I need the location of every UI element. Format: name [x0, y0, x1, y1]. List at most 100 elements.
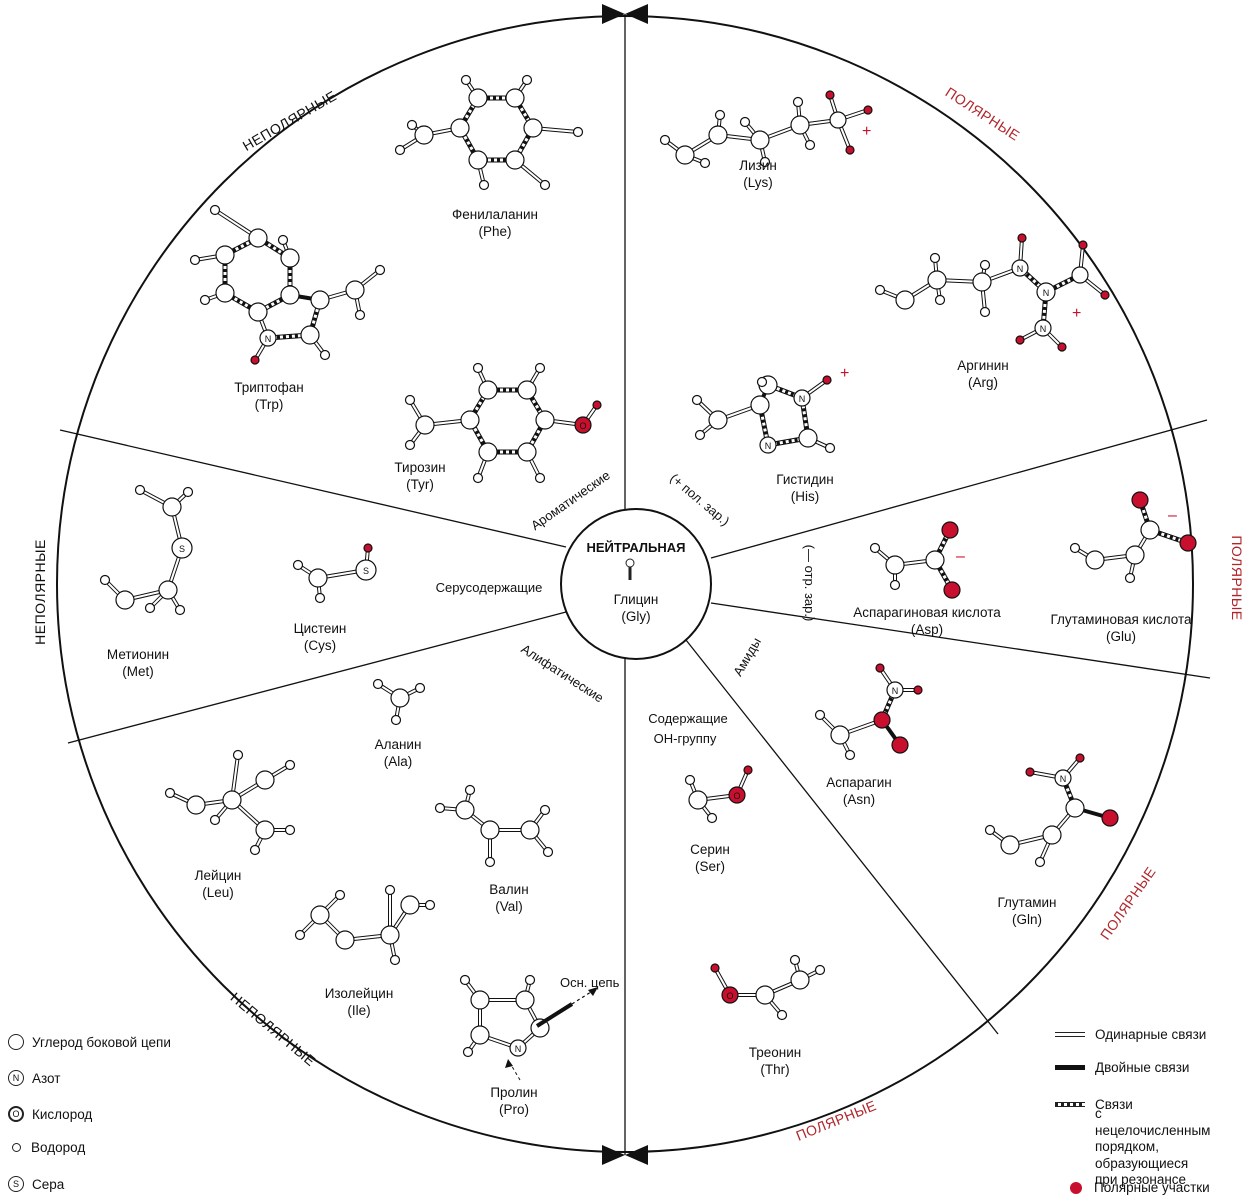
legend-hydrogen-label: Водород: [31, 1140, 86, 1155]
hydrogen-atom: [464, 784, 476, 796]
oxygen-atom: [1131, 491, 1149, 509]
carbon-atom: [790, 115, 810, 135]
charge-sign: +: [840, 365, 849, 382]
hydrogen-atom: [404, 394, 416, 406]
carbon-atom: [885, 555, 905, 575]
hydrogen-atom: [934, 294, 946, 306]
carbon-atom: [1000, 835, 1020, 855]
atom-letter: N: [1043, 288, 1050, 298]
carbon-atom: [468, 150, 488, 170]
hydrogen-atom: [460, 74, 472, 86]
carbon-atom: [515, 990, 535, 1010]
amino-acid-abbr: (Val): [495, 899, 523, 914]
category-hydroxyl-1: Содержащие: [648, 711, 728, 726]
carbon-atom: [308, 568, 328, 588]
carbon-atom: [460, 410, 480, 430]
legend-double-label: Двойные связи: [1095, 1060, 1190, 1075]
polar-hydrogen-atom: [822, 375, 832, 385]
amino-acid-name: Фенилаланин: [452, 207, 538, 222]
carbon-atom: [480, 820, 500, 840]
carbon-atom: [248, 228, 268, 248]
amino-acid-name: Треонин: [749, 1045, 801, 1060]
amino-acid-abbr: (Tyr): [406, 477, 434, 492]
hydrogen-atom: [874, 284, 886, 296]
oxygen-atom: [1101, 809, 1119, 827]
hydrogen-atom: [524, 974, 536, 986]
legend-hydrogen: Водород: [12, 1140, 85, 1155]
hydrogen-atom: [472, 362, 484, 374]
hydrogen-atom: [659, 134, 671, 146]
hydrogen-atom: [354, 309, 366, 321]
carbon-atom: [1125, 545, 1145, 565]
amino-acid-abbr: (Cys): [304, 638, 336, 653]
legend-resonance-desc: с нецелочисленным порядком, образующиеся…: [1095, 1106, 1210, 1189]
amino-acid-labels: Фенилаланин(Phe)Триптофан(Trp)Тирозин(Ty…: [107, 158, 1192, 1117]
carbon-atom: [380, 925, 400, 945]
atom-letter: N: [1040, 324, 1047, 334]
hydrogen-atom: [472, 472, 484, 484]
polar-hydrogen-atom: [863, 105, 873, 115]
carbon-atom: [750, 130, 770, 150]
carbon-atom: [300, 325, 320, 345]
double-bond-icon: [1055, 1065, 1085, 1070]
amino-acid-abbr: (Asp): [911, 622, 943, 637]
hydrogen-atom: [404, 439, 416, 451]
amino-acid-abbr: (Asn): [843, 792, 875, 807]
carbon-atom: [972, 272, 992, 292]
hydrogen-atom: [706, 812, 718, 824]
charge-sign: +: [862, 123, 871, 140]
polar-hydrogen-atom: [1057, 342, 1067, 352]
main-chain-arrowhead-icon: [588, 987, 598, 996]
hydrogen-atom: [776, 1009, 788, 1021]
hydrogen-atom: [232, 749, 244, 761]
carbon-atom: [505, 88, 525, 108]
hydrogen-atom: [424, 899, 436, 911]
carbon-atom: [455, 800, 475, 820]
polar-hydrogen-atom: [250, 355, 260, 365]
polar-hydrogen-atom: [913, 685, 923, 695]
amino-acid-name: Аланин: [375, 737, 422, 752]
main-chain-bond: [535, 1002, 574, 1028]
carbon-atom: [215, 283, 235, 303]
carbon-atom: [505, 150, 525, 170]
oxygen-atom: [941, 521, 959, 539]
amino-acid-name: Пролин: [490, 1085, 537, 1100]
carbon-atom: [255, 770, 275, 790]
carbon-atom: [248, 302, 268, 322]
hydrogen-atom: [144, 602, 156, 614]
carbon-atom: [280, 248, 300, 268]
legend-single: Одинарные связи: [1055, 1027, 1206, 1042]
amino-acid-name: Изолейцин: [325, 986, 394, 1001]
charge-sign: –: [956, 548, 965, 565]
amino-acid-name: Глутаминовая кислота: [1050, 612, 1192, 627]
hydrogen-atom: [684, 774, 696, 786]
polar-hydrogen-atom: [875, 663, 885, 673]
amino-acid-abbr: (Lys): [743, 175, 773, 190]
polar-hydrogen-atom: [592, 400, 602, 410]
legend-nitrogen: N Азот: [8, 1070, 60, 1086]
oxygen-atom: [943, 581, 961, 599]
charge-sign: +: [1072, 305, 1081, 322]
category-aliphatic: Алифатические: [519, 641, 607, 705]
amino-acid-abbr: (Glu): [1106, 629, 1136, 644]
polar-hydrogen-atom: [710, 963, 720, 973]
nitrogen-atom: [259, 329, 277, 347]
atom-letter: N: [765, 441, 772, 451]
atom-letter: O: [579, 421, 586, 431]
carbon-atom: [335, 930, 355, 950]
amino-acid-name: Аргинин: [957, 358, 1008, 373]
carbon-atom: [1085, 550, 1105, 570]
amino-acid-name: Аспарагин: [826, 775, 892, 790]
amino-acid-abbr: (His): [791, 489, 820, 504]
legend-oxygen: O Кислород: [8, 1106, 92, 1122]
amino-acid-abbr: (Pro): [499, 1102, 529, 1117]
sulfur-icon: S: [8, 1176, 24, 1192]
legend-sulfur-label: Сера: [32, 1176, 65, 1192]
atom-letter: O: [733, 791, 740, 801]
oxygen-atom: [1179, 534, 1197, 552]
hydrogen-atom: [209, 204, 221, 216]
hydrogen-atom: [824, 442, 836, 454]
legend-single-label: Одинарные связи: [1095, 1027, 1207, 1042]
carbon-atom: [708, 410, 728, 430]
carbon-atom: [222, 790, 242, 810]
